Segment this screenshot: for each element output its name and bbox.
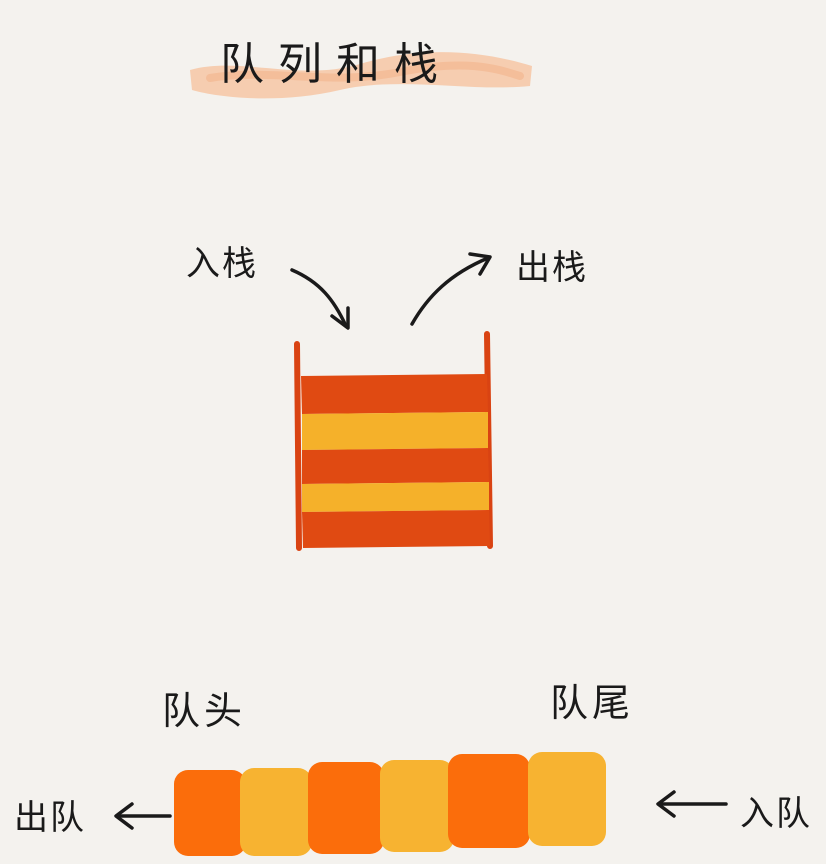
push-arrow bbox=[290, 268, 348, 328]
queue-tail-label: 队尾 bbox=[550, 681, 635, 725]
stack-layer bbox=[302, 482, 489, 512]
stack-layer bbox=[301, 374, 488, 414]
queue-cell bbox=[308, 762, 384, 854]
title-highlight bbox=[190, 52, 532, 99]
queue-head-label: 队头 bbox=[162, 689, 247, 733]
push-arrowhead bbox=[330, 306, 350, 330]
stack-left-wall bbox=[294, 341, 302, 551]
queue-cell bbox=[448, 754, 530, 848]
pop-arrow bbox=[410, 256, 490, 326]
queue-cell bbox=[380, 760, 454, 852]
stack-right-wall bbox=[484, 331, 493, 549]
page-title: 队列和栈 bbox=[220, 39, 452, 90]
stack-layer bbox=[302, 412, 488, 450]
pop-label: 出栈 bbox=[516, 248, 588, 288]
title-block: 队列和栈 bbox=[180, 20, 540, 100]
enqueue-label: 入队 bbox=[740, 794, 812, 834]
push-label: 入栈 bbox=[186, 244, 258, 284]
stack-layer bbox=[302, 510, 490, 548]
pop-arrowhead bbox=[468, 252, 492, 276]
queue-cell bbox=[240, 768, 312, 856]
dequeue-arrowhead bbox=[114, 802, 134, 830]
queue-cell bbox=[174, 770, 246, 856]
queue-cell bbox=[528, 752, 606, 846]
dequeue-label: 出队 bbox=[14, 798, 86, 838]
stack-layer bbox=[302, 448, 489, 484]
enqueue-arrowhead bbox=[656, 790, 676, 818]
